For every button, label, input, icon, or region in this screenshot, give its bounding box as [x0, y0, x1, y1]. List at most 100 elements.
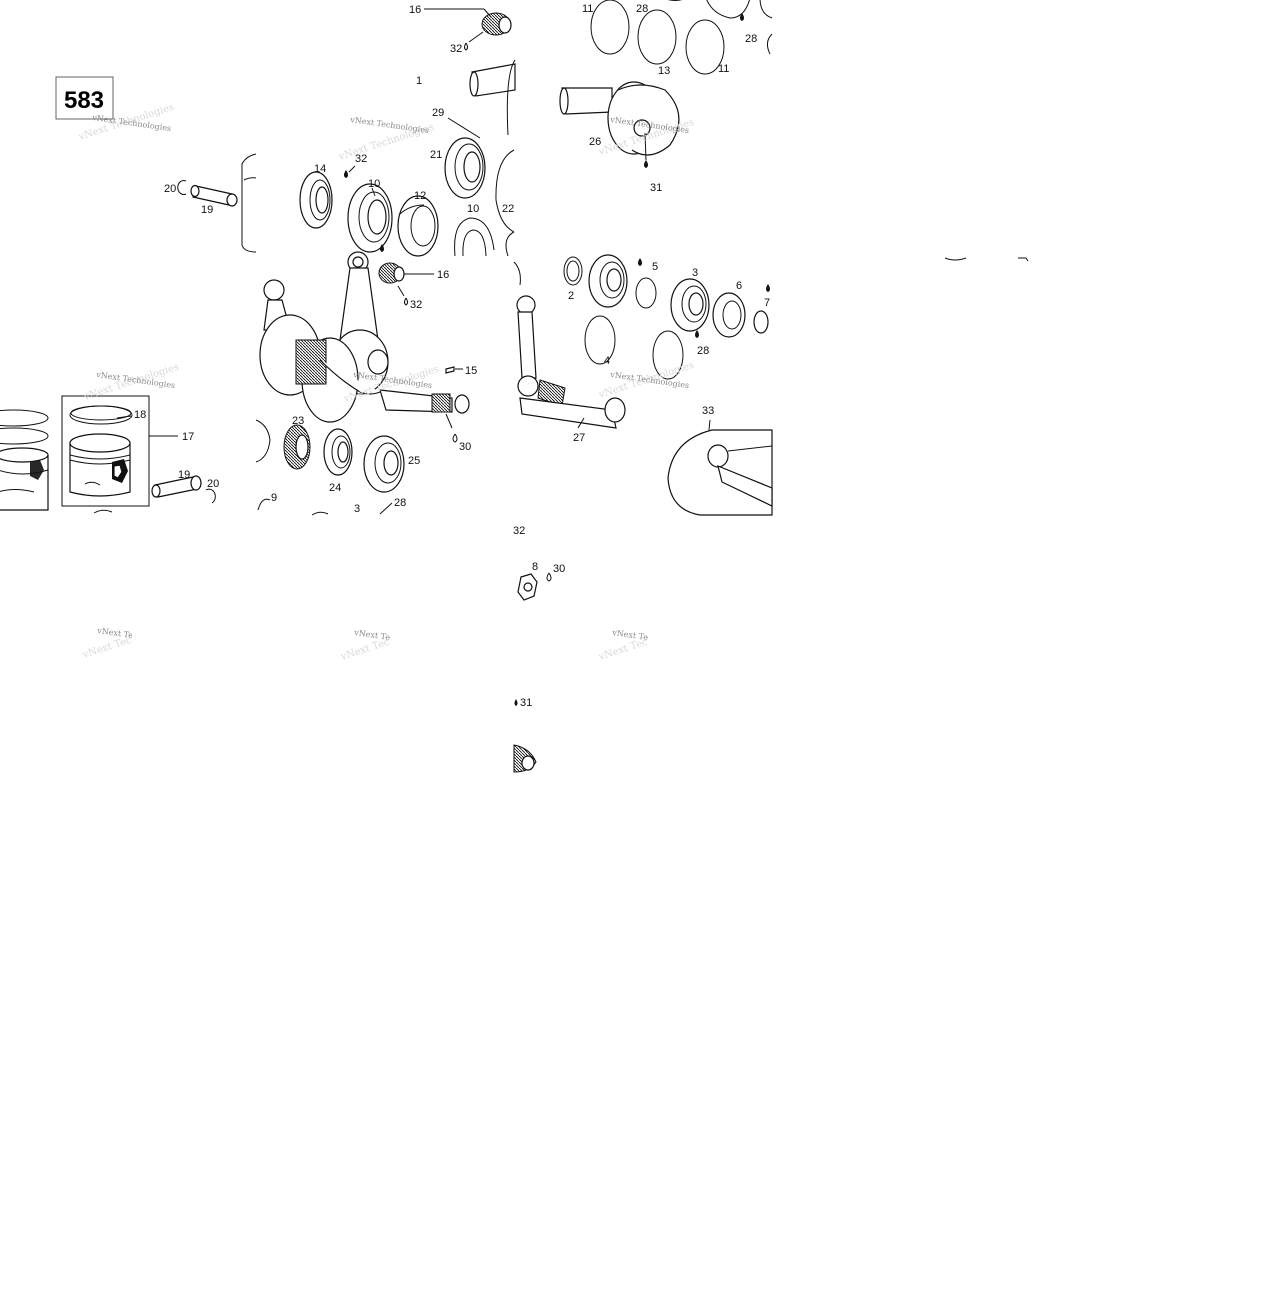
woodruff-key-icon [445, 366, 455, 374]
nut-icon [517, 573, 538, 601]
connecting-rod-icon [516, 295, 626, 429]
callout-24: 24 [329, 482, 341, 494]
svg-text:vNext Technologies: vNext Technologies [81, 620, 180, 661]
callout-32: 32 [355, 153, 367, 165]
ball-bearing-icon [347, 183, 393, 253]
gear-icon [283, 424, 311, 470]
callout-20: 20 [207, 478, 219, 490]
o-ring-icon [590, 0, 630, 55]
piston-icon [69, 433, 131, 497]
oil-drop-icon [344, 170, 348, 178]
callout-32: 32 [410, 299, 422, 311]
callout-31: 31 [520, 697, 532, 709]
ball-bearing-icon [588, 254, 628, 308]
callout-15: 15 [465, 365, 477, 377]
oil-seal-icon [712, 292, 746, 338]
spacer-ring-icon [397, 195, 439, 257]
callout-19: 19 [178, 469, 190, 481]
oil-seal-icon [323, 428, 353, 476]
callout-27: 27 [573, 432, 585, 444]
oil-drop-icon [546, 572, 552, 582]
oil-drop-icon [740, 13, 744, 21]
callout-23: 23 [292, 415, 304, 427]
svg-text:vNext Technologies: vNext Technologies [349, 115, 430, 135]
oil-drop-icon [695, 330, 699, 338]
piston-icon [0, 447, 49, 511]
callout-32: 32 [450, 43, 462, 55]
callout-labels: 16 32 1 29 21 22 14 32 10 12 10 16 32 15… [134, 3, 770, 709]
piston-pin-icon [190, 184, 238, 207]
right-middle-tile [513, 254, 773, 516]
page-number: 583 [64, 87, 104, 114]
callout-11: 11 [582, 3, 593, 15]
callout-25: 25 [408, 455, 420, 467]
callout-19: 19 [201, 204, 213, 216]
svg-text:vNext Technologies: vNext Technologies [597, 622, 696, 663]
bearing-fragment-icon [513, 744, 537, 773]
callout-6: 6 [736, 280, 742, 292]
callout-32: 32 [513, 525, 525, 537]
callout-5: 5 [652, 261, 658, 273]
piston-ring-icon [0, 409, 49, 427]
callout-30: 30 [459, 441, 471, 453]
circlip-icon [177, 180, 187, 195]
circlip-icon [205, 488, 216, 504]
oil-drop-icon [404, 297, 408, 306]
o-ring-icon [753, 310, 769, 334]
callout-16: 16 [409, 4, 421, 16]
oil-drop-icon [514, 699, 518, 706]
oil-drop-icon [380, 244, 384, 252]
callout-9: 9 [271, 492, 277, 504]
callout-4: 4 [604, 355, 610, 367]
callout-11: 11 [718, 63, 729, 75]
ball-bearing-icon [363, 435, 405, 493]
callout-21: 21 [430, 149, 442, 161]
piston-ring-icon [69, 405, 133, 425]
bearing-tile [299, 8, 516, 257]
piston-kit-box [61, 395, 150, 507]
callout-29: 29 [432, 107, 444, 119]
ball-bearing-icon [670, 278, 710, 332]
thrust-washer-icon [635, 277, 657, 309]
callout-3: 3 [692, 267, 698, 279]
callout-18: 18 [134, 409, 146, 421]
oil-drop-icon [644, 160, 648, 168]
piston-pin-icon [151, 475, 202, 498]
callout-26: 26 [589, 136, 601, 148]
o-ring-icon [584, 315, 616, 365]
callout-2: 2 [568, 290, 574, 302]
page-number-box: 583 [55, 76, 114, 120]
callout-3: 3 [354, 503, 360, 515]
oil-seal-icon [299, 171, 333, 229]
o-ring-icon [652, 330, 684, 380]
callout-10: 10 [368, 178, 380, 190]
callout-13: 13 [658, 65, 670, 77]
needle-bearing-icon [481, 12, 512, 36]
callout-22: 22 [502, 203, 514, 215]
oil-drop-icon [464, 42, 468, 51]
o-ring-icon [637, 9, 677, 65]
callout-14: 14 [314, 163, 326, 175]
callout-28: 28 [394, 497, 406, 509]
watermark-fragments: vNext Technologies vNext Technologies vN… [81, 620, 696, 663]
callout-33: 33 [702, 405, 714, 417]
callout-17: 17 [182, 431, 194, 443]
callout-10: 10 [467, 203, 479, 215]
piston-tile [0, 153, 257, 514]
crankshaft-tile [255, 251, 470, 516]
oil-drop-icon [452, 433, 458, 443]
callout-28: 28 [697, 345, 709, 357]
crank-half-icon [559, 81, 680, 156]
right-top-tile [559, 0, 773, 168]
crank-web-icon [259, 314, 381, 423]
o-ring-icon [685, 19, 725, 75]
callout-8: 8 [532, 561, 538, 573]
ball-bearing-icon [444, 137, 486, 199]
callout-20: 20 [164, 183, 176, 195]
callout-31: 31 [650, 182, 662, 194]
callout-30: 30 [553, 563, 565, 575]
oil-drop-icon [766, 284, 770, 292]
callout-16: 16 [437, 269, 449, 281]
needle-bearing-icon [378, 262, 405, 284]
